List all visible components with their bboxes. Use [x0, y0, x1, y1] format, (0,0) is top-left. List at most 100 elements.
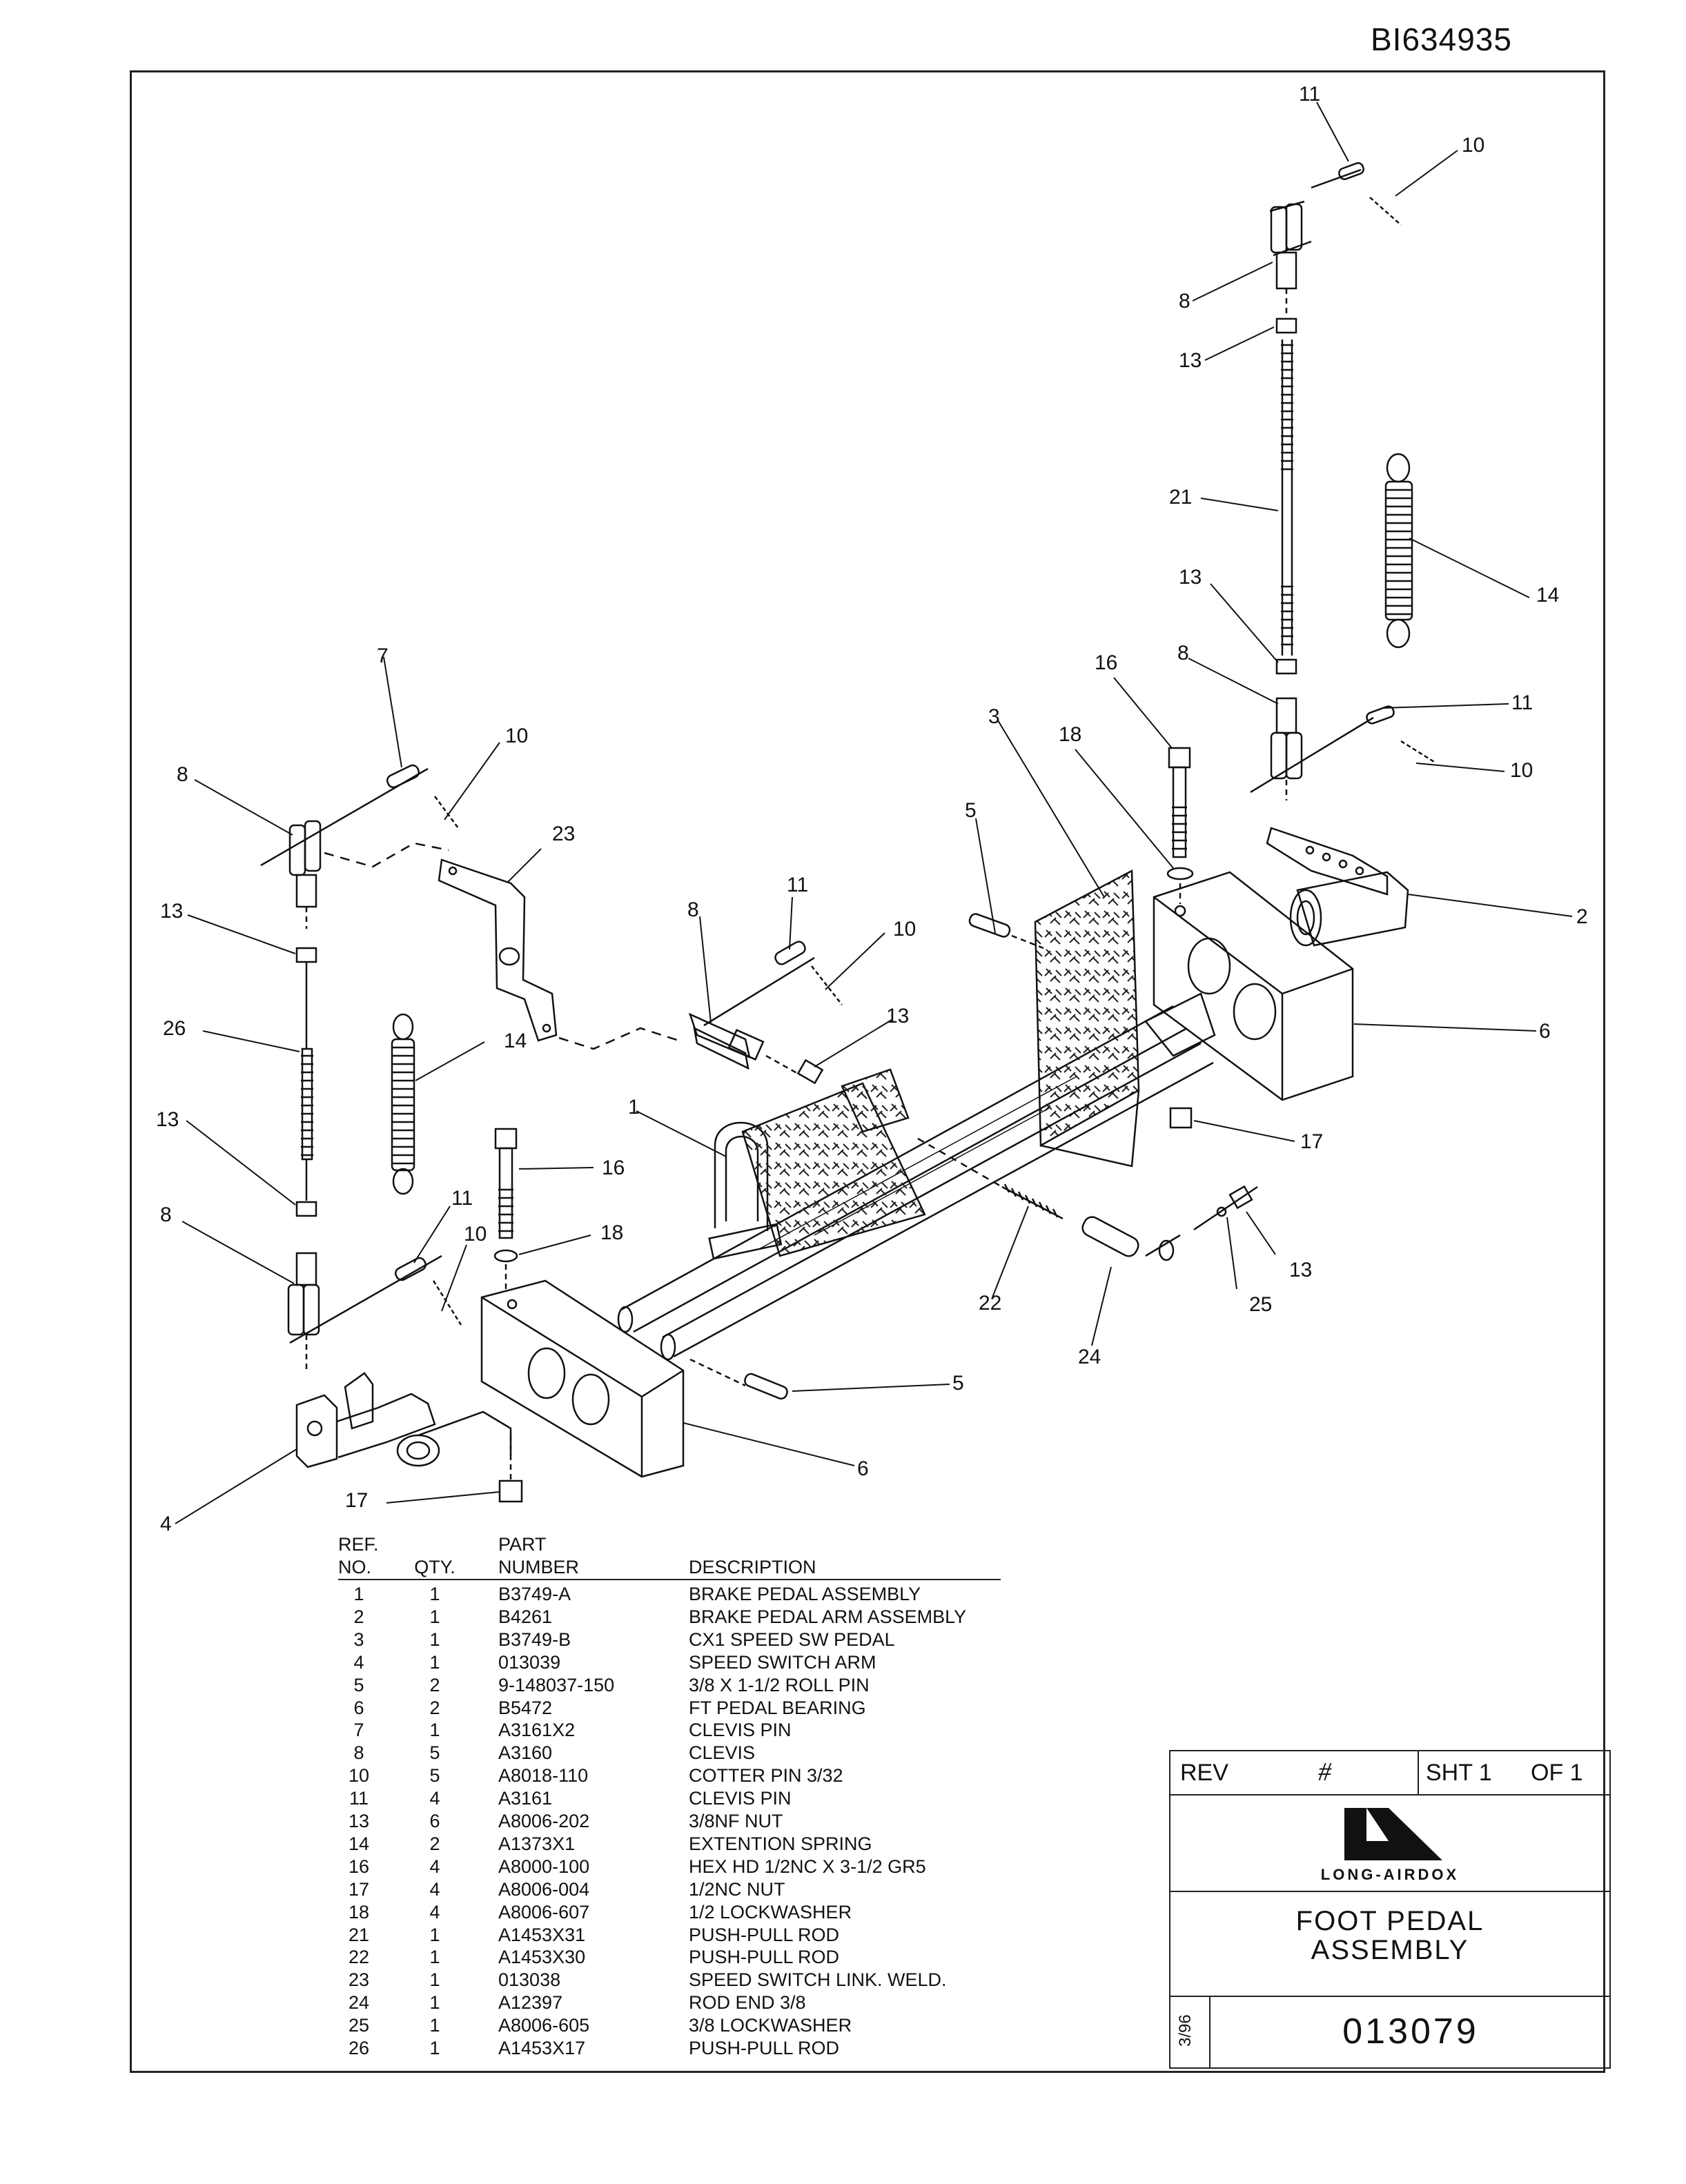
parts-part-number: A8006-607: [498, 1901, 590, 1922]
parts-ref: 10: [348, 1765, 370, 1787]
header-ref-top: REF.: [338, 1534, 379, 1555]
parts-description: HEX HD 1/2NC X 3-1/2 GR5: [689, 1856, 926, 1877]
parts-part-number: A1453X30: [498, 1947, 586, 1968]
parts-ref: 22: [348, 1947, 370, 1968]
parts-ref: 5: [353, 1674, 364, 1695]
parts-description: CLEVIS PIN: [689, 1788, 792, 1809]
callout-13: 13: [1179, 566, 1202, 589]
parts-part-number: A1373X1: [498, 1833, 576, 1854]
parts-qty: 4: [429, 1856, 440, 1877]
company-name: LONG-AIRDOX: [1320, 1866, 1460, 1883]
parts-ref: 21: [348, 1924, 370, 1945]
parts-qty: 1: [429, 1969, 440, 1991]
parts-qty: 1: [429, 1924, 440, 1945]
parts-qty: 1: [429, 1947, 440, 1968]
callout-3: 3: [988, 705, 1000, 728]
parts-qty: 1: [429, 1606, 440, 1627]
parts-description: PUSH-PULL ROD: [689, 1947, 840, 1968]
lockwasher-and-nut-right: [1193, 1185, 1258, 1231]
header-part-number: NUMBER: [498, 1557, 580, 1577]
parts-qty: 4: [429, 1788, 440, 1809]
parts-description: SPEED SWITCH LINK. WELD.: [689, 1969, 947, 1991]
pedal-bearing-right: [1153, 871, 1354, 1101]
parts-description: ROD END 3/8: [689, 1992, 806, 2014]
callout-10: 10: [893, 918, 916, 941]
callout-22: 22: [979, 1292, 1001, 1315]
callout-10: 10: [505, 725, 528, 747]
callout-11: 11: [451, 1187, 473, 1210]
speed-switch-arm: [295, 1372, 512, 1468]
brake-pedal-arm: [1266, 827, 1409, 947]
parts-description: 1/2NC NUT: [689, 1878, 785, 1900]
parts-part-number: A8006-004: [498, 1878, 590, 1900]
callout-13: 13: [160, 900, 183, 923]
callout-21: 21: [1169, 486, 1192, 509]
parts-ref: 4: [353, 1651, 364, 1673]
parts-ref: 24: [348, 1992, 370, 2014]
header-rule: [338, 1579, 1001, 1580]
parts-description: PUSH-PULL ROD: [689, 1924, 840, 1945]
parts-ref: 13: [348, 1811, 370, 1831]
callout-16: 16: [1095, 651, 1117, 674]
extension-spring-left: [391, 1013, 415, 1195]
extension-spring-right: [1384, 453, 1413, 649]
callout-13: 13: [1179, 349, 1202, 372]
upper-right-clevis-group: [1250, 162, 1435, 800]
parts-qty: 2: [429, 1697, 440, 1718]
parts-part-number: A12397: [498, 1992, 563, 2014]
parts-description: SPEED SWITCH ARM: [689, 1651, 876, 1673]
drawing-border: [130, 70, 1605, 2073]
leader-lines: [175, 101, 1573, 1524]
parts-ref: 6: [353, 1697, 364, 1718]
callout-17: 17: [1300, 1130, 1323, 1153]
left-upper-clevis-group: [260, 764, 460, 929]
callout-26: 26: [163, 1017, 186, 1040]
parts-description: 3/8 X 1-1/2 ROLL PIN: [689, 1674, 870, 1695]
company-logo-icon: [1344, 1808, 1442, 1860]
speed-switch-pedal: [1034, 869, 1140, 1168]
callout-7: 7: [377, 645, 389, 667]
parts-qty: 1: [429, 1629, 440, 1650]
callout-6: 6: [857, 1457, 869, 1480]
parts-part-number: A8006-605: [498, 2015, 590, 2036]
rev-label: REV: [1180, 1760, 1228, 1786]
date-cell: [1169, 1996, 1210, 2069]
callout-10: 10: [1462, 134, 1484, 157]
callout-4: 4: [160, 1513, 172, 1535]
parts-ref: 23: [348, 1969, 370, 1991]
drawing-title-line2: ASSEMBLY: [1311, 1935, 1469, 1965]
parts-qty: 5: [429, 1765, 440, 1787]
parts-ref: 2: [353, 1606, 364, 1627]
parts-part-number: B4261: [498, 1606, 553, 1627]
parts-qty: 4: [429, 1901, 440, 1922]
left-vertical-rod-group: [287, 947, 462, 1373]
parts-description: FT PEDAL BEARING: [689, 1697, 866, 1718]
parts-ref: 18: [348, 1901, 370, 1922]
callout-13: 13: [886, 1005, 909, 1027]
callout-25: 25: [1249, 1293, 1272, 1316]
callout-14: 14: [1536, 584, 1559, 607]
header-qty: QTY.: [414, 1557, 455, 1577]
parts-description: 3/8 LOCKWASHER: [689, 2015, 852, 2036]
header-description: DESCRIPTION: [689, 1557, 816, 1577]
parts-description: 3/8NF NUT: [689, 1811, 783, 1831]
brake-pedal: [708, 1068, 926, 1260]
drawing-number: 013079: [1342, 2011, 1479, 2052]
drawing-title-line1: FOOT PEDAL: [1295, 1906, 1484, 1936]
callout-11: 11: [1511, 691, 1533, 714]
parts-description: CLEVIS: [689, 1742, 756, 1764]
callout-17: 17: [345, 1489, 368, 1512]
callout-8: 8: [177, 763, 188, 786]
callout-8: 8: [687, 898, 699, 921]
callout-16: 16: [602, 1157, 625, 1179]
parts-part-number: A1453X17: [498, 2038, 586, 2058]
roll-pin-lower: [689, 1358, 788, 1400]
callout-11: 11: [787, 874, 808, 896]
parts-qty: 1: [429, 1651, 440, 1673]
callout-14: 14: [504, 1030, 527, 1052]
parts-part-number: B3749-A: [498, 1584, 571, 1604]
rev-value: #: [1318, 1758, 1331, 1787]
callout-5: 5: [965, 799, 977, 822]
parts-ref: 25: [348, 2015, 370, 2036]
parts-description: 1/2 LOCKWASHER: [689, 1901, 852, 1922]
